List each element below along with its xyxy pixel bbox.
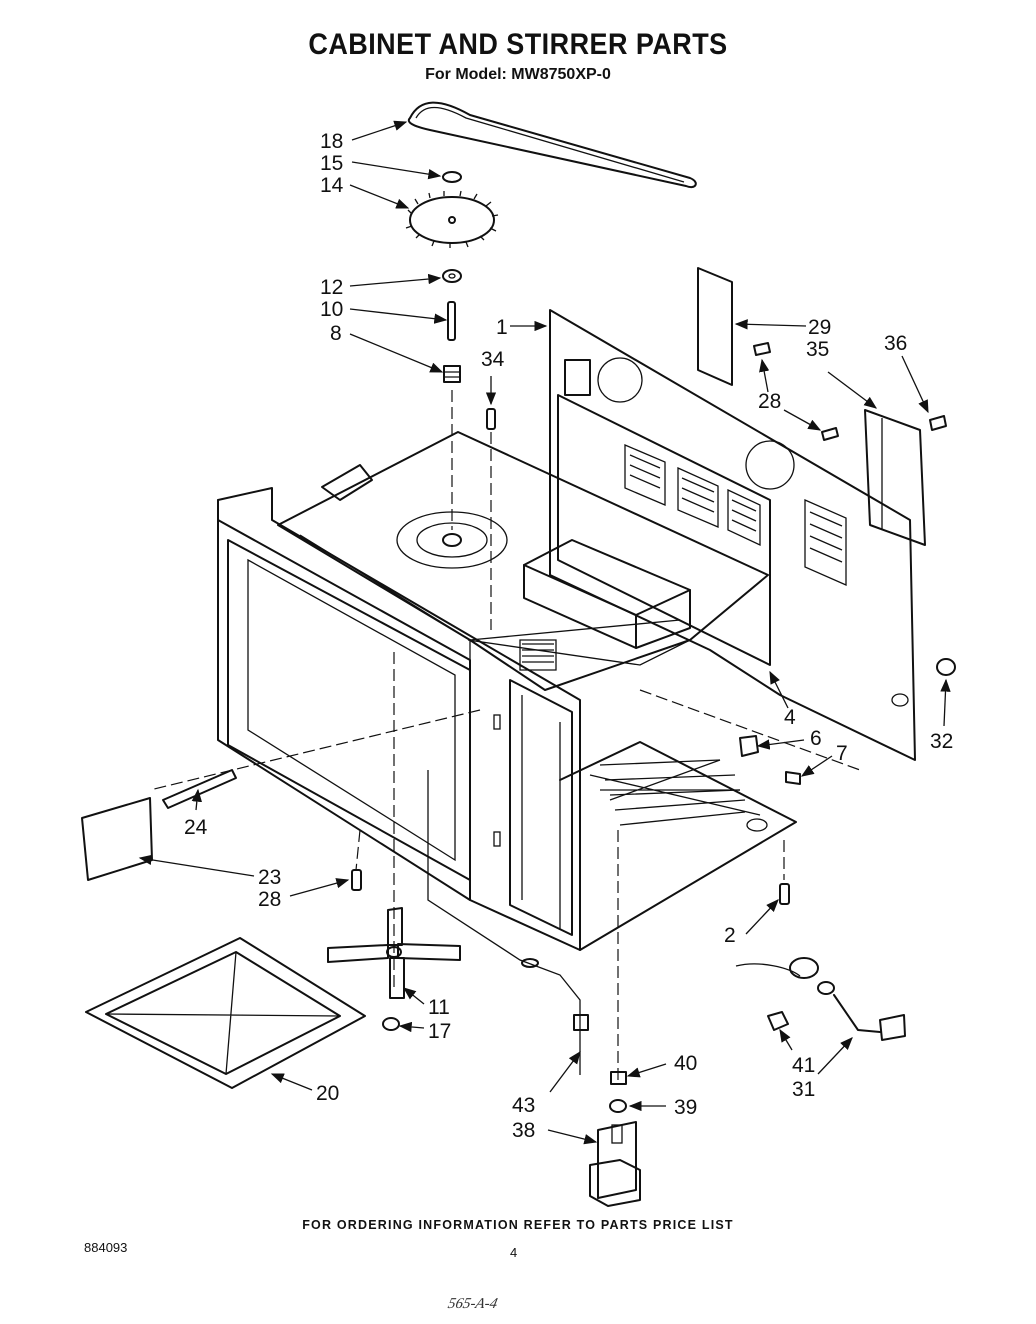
callout-34: 34 — [481, 348, 505, 371]
stirrer-shaft-part — [447, 301, 456, 341]
cover-plate-part — [697, 267, 733, 386]
callout-28-top: 28 — [758, 390, 781, 413]
callout-14: 14 — [320, 174, 344, 197]
model-subtitle: For Model: MW8750XP-0 — [425, 66, 611, 83]
side-panel-part — [81, 797, 153, 881]
callout-43: 43 — [512, 1094, 535, 1117]
callout-7: 7 — [836, 742, 848, 765]
washer-39-part — [609, 1099, 627, 1113]
callout-35: 35 — [806, 338, 829, 361]
power-cord-part — [735, 957, 906, 1041]
callout-4: 4 — [784, 706, 796, 729]
leader-lines — [138, 120, 951, 1145]
callout-12: 12 — [320, 276, 343, 299]
callout-labels: 18 15 14 12 10 8 1 34 29 35 36 28 4 6 7 … — [184, 130, 953, 1142]
callout-17: 17 — [428, 1020, 451, 1043]
washer-part — [442, 269, 462, 283]
drive-belt-part — [407, 101, 697, 188]
page-title: CABINET AND STIRRER PARTS — [308, 28, 728, 61]
back-panel-part — [549, 309, 916, 761]
callout-15: 15 — [320, 152, 343, 175]
callout-20: 20 — [316, 1082, 339, 1105]
callout-18: 18 — [320, 130, 343, 153]
clip-6-part — [739, 735, 759, 757]
stirrer-pulley-part — [405, 190, 499, 248]
switch-38-part — [589, 1121, 641, 1207]
callout-41: 41 — [792, 1054, 815, 1077]
callout-40: 40 — [674, 1052, 697, 1075]
callout-32: 32 — [930, 730, 953, 753]
callout-10: 10 — [320, 298, 343, 321]
screw-34-part — [486, 408, 496, 430]
sensor-probe-part — [427, 770, 589, 1075]
callout-24: 24 — [184, 816, 208, 839]
nut-17-part — [382, 1017, 400, 1031]
bar-part — [162, 769, 237, 809]
callout-36: 36 — [884, 332, 907, 355]
nut-40-part — [610, 1071, 627, 1085]
document-number: 884093 — [84, 1240, 128, 1255]
callout-39: 39 — [674, 1096, 697, 1119]
callout-31: 31 — [792, 1078, 815, 1101]
callout-11: 11 — [428, 996, 450, 1019]
bottom-tray-part — [85, 937, 366, 1089]
nut-32-part — [936, 658, 956, 676]
transformer-box-part — [467, 539, 691, 671]
screw-28-lower-part — [351, 869, 362, 891]
screw-28-top-part — [753, 342, 839, 441]
callout-8: 8 — [330, 322, 342, 345]
page-number: 4 — [510, 1245, 518, 1260]
screw-2-part — [779, 883, 790, 905]
screw-7-part — [785, 771, 801, 785]
clip-part — [442, 171, 462, 183]
ordering-note: FOR ORDERING INFORMATION REFER TO PARTS … — [302, 1218, 734, 1232]
callout-38: 38 — [512, 1119, 535, 1142]
callout-29: 29 — [808, 316, 831, 339]
cord-clamp-part — [767, 1011, 789, 1031]
side-bracket-part — [864, 409, 926, 546]
screw-36-part — [929, 415, 947, 431]
callout-23: 23 — [258, 866, 281, 889]
callout-2: 2 — [724, 924, 736, 947]
callout-6: 6 — [810, 727, 822, 750]
callout-1: 1 — [496, 316, 508, 339]
bearing-part — [443, 365, 461, 383]
handwritten-reference: 565-A-4 — [446, 1296, 499, 1312]
callout-28-lower: 28 — [258, 888, 281, 911]
